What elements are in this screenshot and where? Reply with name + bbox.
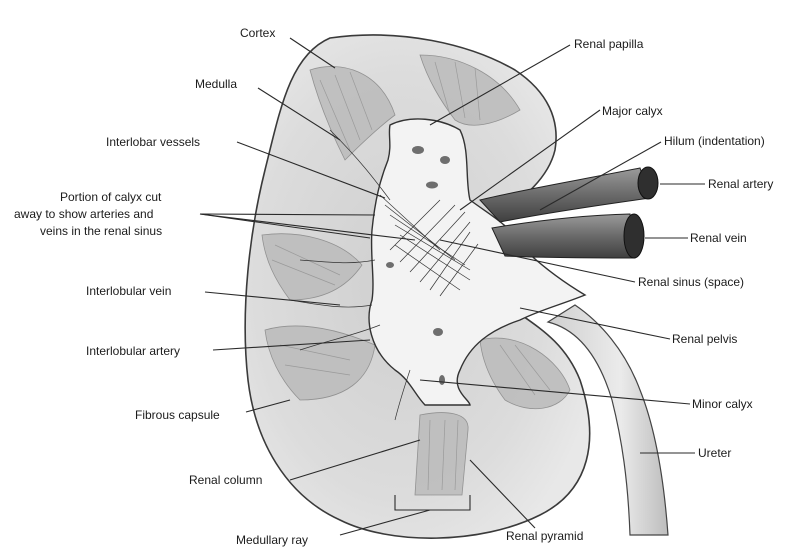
label-renal-papilla: Renal papilla xyxy=(574,37,644,51)
label-interlobular-artery: Interlobular artery xyxy=(86,344,180,358)
label-calyx-cut-line-1: Portion of calyx cut xyxy=(60,190,162,204)
label-renal-vein: Renal vein xyxy=(690,231,747,245)
label-major-calyx: Major calyx xyxy=(602,104,663,118)
label-medullary-ray: Medullary ray xyxy=(236,533,308,547)
label-calyx-cut-line-2: away to show arteries and xyxy=(14,207,153,221)
label-renal-column: Renal column xyxy=(189,473,262,487)
label-interlobar-vessels: Interlobar vessels xyxy=(106,135,200,149)
renal-vein-lumen xyxy=(624,214,644,258)
label-renal-pelvis: Renal pelvis xyxy=(672,332,737,346)
label-renal-artery: Renal artery xyxy=(708,177,773,191)
label-cortex: Cortex xyxy=(240,26,275,40)
label-renal-sinus: Renal sinus (space) xyxy=(638,275,744,289)
label-interlobular-vein: Interlobular vein xyxy=(86,284,171,298)
label-renal-pyramid: Renal pyramid xyxy=(506,529,583,543)
label-hilum: Hilum (indentation) xyxy=(664,134,765,148)
renal-vein-vessel xyxy=(492,214,635,258)
label-calyx-cut-line-3: veins in the renal sinus xyxy=(40,224,162,238)
label-ureter: Ureter xyxy=(698,446,731,460)
label-fibrous-capsule: Fibrous capsule xyxy=(135,408,220,422)
renal-artery-lumen xyxy=(638,167,658,199)
label-medulla: Medulla xyxy=(195,77,237,91)
label-minor-calyx: Minor calyx xyxy=(692,397,753,411)
